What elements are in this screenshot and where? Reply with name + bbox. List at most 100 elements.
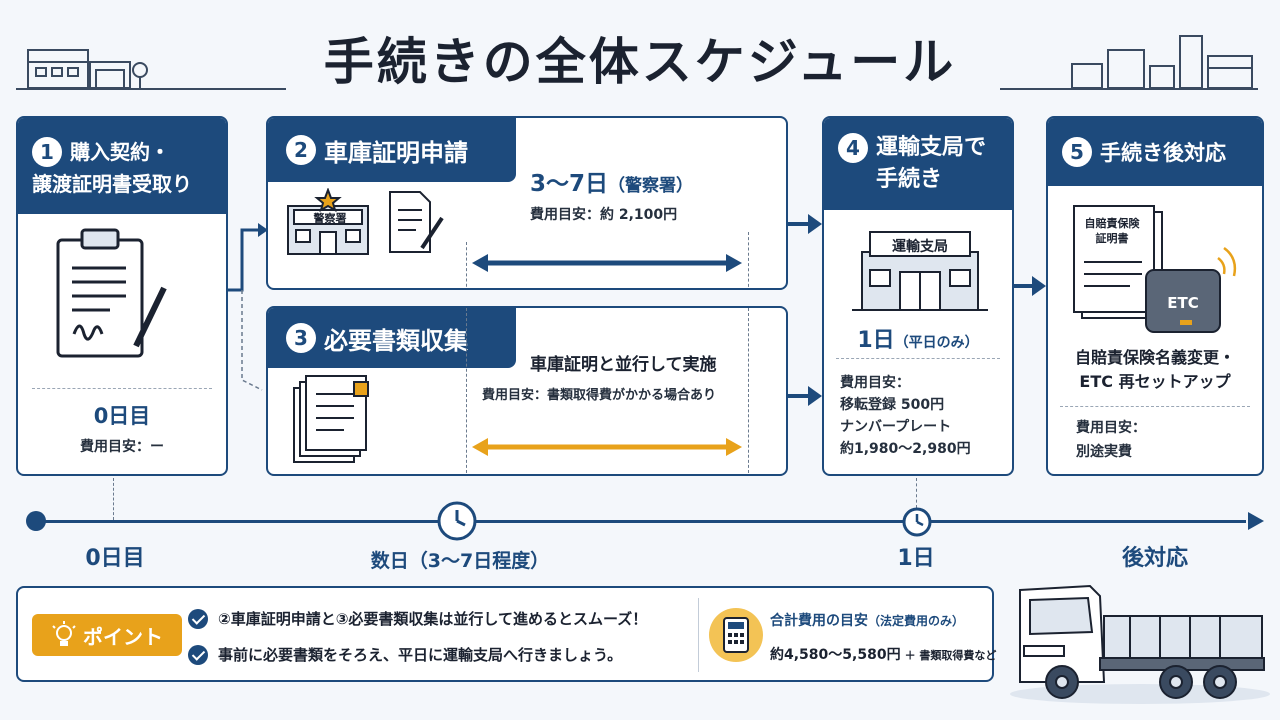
calculator-icon	[709, 608, 763, 662]
desc-line2-5: ETC 再セットアップ	[1079, 372, 1231, 391]
timeline-end-arrow	[1248, 512, 1264, 530]
step-number-2: 2	[286, 135, 316, 165]
divider-5	[1060, 406, 1250, 407]
total-value-note: ＋ 書類取得費など	[904, 649, 997, 662]
cost-label-4: 費用目安：	[840, 375, 910, 391]
page-title: 手続きの全体スケジュール	[323, 33, 957, 91]
cost-line3-4: 約1,980～2,980円	[840, 441, 971, 457]
clock-icon-small	[902, 507, 932, 537]
step-card-1: 1 購入契約・ 譲渡証明書受取り 0日目 費用目安：ー	[16, 116, 228, 476]
connector-lines	[228, 223, 268, 391]
timeline-label-3: 後対応	[1121, 546, 1188, 571]
step-card-2: 2 車庫証明申請 警察署 3～7日（警察署） 費用目安：約 2,100円	[266, 116, 788, 290]
point-item-2-text: 事前に必要書類をそろえ、平日に運輸支局へ行きましょう。	[218, 646, 623, 664]
period-start-marker-3	[466, 308, 467, 474]
period-arrow-blue	[472, 254, 742, 272]
total-cost-title: 合計費用の目安（法定費用のみ）	[770, 610, 964, 630]
timeline-start-dot	[26, 511, 46, 531]
period-start-marker	[466, 242, 467, 288]
divider-4	[836, 358, 1000, 359]
step-cost-2: 費用目安：約 2,100円	[530, 207, 678, 223]
documents-stack-icon	[293, 375, 369, 463]
step-card-3: 3 必要書類収集 車庫証明と並行して実施 費用目安：書類取得費がかかる場合あり	[266, 306, 788, 476]
step-number-1: 1	[32, 137, 62, 167]
step-number-4: 4	[838, 133, 868, 163]
step-cost-5: 費用目安： 別途実費	[1076, 416, 1146, 464]
transport-office-icon	[852, 231, 988, 311]
duration-note-4: （平日のみ）	[894, 335, 979, 351]
total-title-text: 合計費用の目安	[770, 613, 868, 629]
point-badge: ポイント	[32, 614, 182, 656]
step-title-4-line1: 運輸支局で	[876, 135, 987, 160]
arrow-right-4-to-5	[1014, 276, 1046, 296]
point-box: ポイント ②車庫証明申請と③必要書類収集は並行して進めるとスムーズ！ 事前に必要…	[16, 586, 997, 682]
step-title-3: 必要書類収集	[324, 326, 468, 355]
step-day-1: 0日目	[93, 404, 151, 428]
step-duration-2: 3～7日（警察署）	[530, 164, 693, 198]
cost-value-5: 別途実費	[1076, 444, 1132, 460]
step-title-1-line2: 譲渡証明書受取り	[32, 172, 192, 196]
arrow-right-2-to-4	[788, 214, 822, 234]
cost-line2-4: ナンバープレート	[840, 419, 952, 435]
step-header-1: 1 購入契約・ 譲渡証明書受取り	[18, 118, 226, 214]
point-item-1-text: ②車庫証明申請と③必要書類収集は並行して進めるとスムーズ！	[218, 610, 648, 628]
duration-value: 3～7日	[530, 171, 609, 197]
point-item-2: 事前に必要書類をそろえ、平日に運輸支局へ行きましょう。	[188, 644, 622, 665]
period-end-marker-3	[748, 308, 749, 474]
step-cost-4: 費用目安： 移転登録 500円 ナンバープレート 約1,980～2,980円	[840, 372, 971, 460]
period-arrow-orange	[472, 438, 742, 456]
clock-icon	[437, 501, 477, 541]
check-icon	[188, 608, 208, 629]
timeline-axis	[36, 520, 1246, 523]
step-desc-5: 自賠責保険名義変更・ ETC 再セットアップ	[1048, 346, 1262, 394]
duration-value-4: 1日	[857, 328, 895, 353]
timeline-tick-1	[113, 478, 114, 520]
divider	[32, 388, 212, 389]
step-duration-4: 1日（平日のみ）	[824, 322, 1012, 354]
insurance-document-label: 自賠責保険 証明書	[1076, 216, 1148, 246]
total-value-text: 約4,580～5,580円	[770, 647, 901, 663]
timeline-label-1: 数日（3～7日程度）	[370, 550, 550, 572]
etc-device-icon	[1145, 246, 1237, 333]
desc-line1-5: 自賠責保険名義変更・	[1074, 348, 1235, 367]
cost-label-5: 費用目安：	[1076, 420, 1146, 436]
city-skyline-icon	[1071, 35, 1253, 89]
step-cost-3: 費用目安：書類取得費がかかる場合あり	[482, 388, 717, 403]
check-icon	[188, 644, 208, 665]
step-number-5: 5	[1062, 137, 1092, 167]
step-header-2: 2 車庫証明申請	[268, 118, 516, 182]
title-left-line	[16, 88, 286, 90]
building-skyline-icon	[27, 49, 148, 89]
dump-truck-icon	[1010, 584, 1270, 704]
total-title-note: （法定費用のみ）	[868, 614, 965, 628]
timeline-label-2: 1日	[897, 546, 935, 571]
lightbulb-icon	[52, 621, 76, 646]
police-station-label: 警察署	[313, 212, 347, 225]
point-badge-label: ポイント	[83, 624, 163, 649]
timeline-tick-4	[916, 478, 917, 508]
step-number-3: 3	[286, 323, 316, 353]
step-note-3: 車庫証明と並行して実施	[530, 355, 717, 375]
step-title-5: 手続き後対応	[1100, 141, 1226, 165]
step-header-3: 3 必要書類収集	[268, 308, 516, 368]
duration-note: （警察署）	[608, 176, 694, 196]
doc-line1: 自賠責保険	[1084, 217, 1140, 230]
step-cost-1: 費用目安：ー	[80, 439, 164, 455]
step-header-4: 4 運輸支局で 手続き	[824, 118, 1012, 210]
step-card-4: 4 運輸支局で 手続き 運輸支局 1日（平日のみ） 費用目安： 移転登録 500円…	[822, 116, 1014, 476]
transport-office-label: 運輸支局	[892, 239, 948, 255]
period-end-marker	[748, 232, 749, 288]
cost-line1-4: 移転登録 500円	[840, 397, 945, 413]
step-title-4-line2: 手続き	[876, 167, 943, 192]
etc-label: ETC	[1167, 294, 1199, 312]
step-title-1-line1: 購入契約・	[70, 140, 170, 164]
police-station-icon	[287, 188, 369, 255]
timeline-label-0: 0日目	[85, 546, 145, 571]
document-pen-icon	[389, 191, 444, 253]
step-card-5: 5 手続き後対応 自賠責保険 証明書 ETC 自賠責保険名義変更・ ETC 再セッ…	[1046, 116, 1264, 476]
clipboard-contract-icon	[56, 228, 167, 358]
point-divider	[698, 598, 699, 672]
step-title-2: 車庫証明申請	[324, 138, 468, 167]
arrow-right-3-to-4	[788, 386, 822, 406]
step-header-5: 5 手続き後対応	[1048, 118, 1262, 186]
